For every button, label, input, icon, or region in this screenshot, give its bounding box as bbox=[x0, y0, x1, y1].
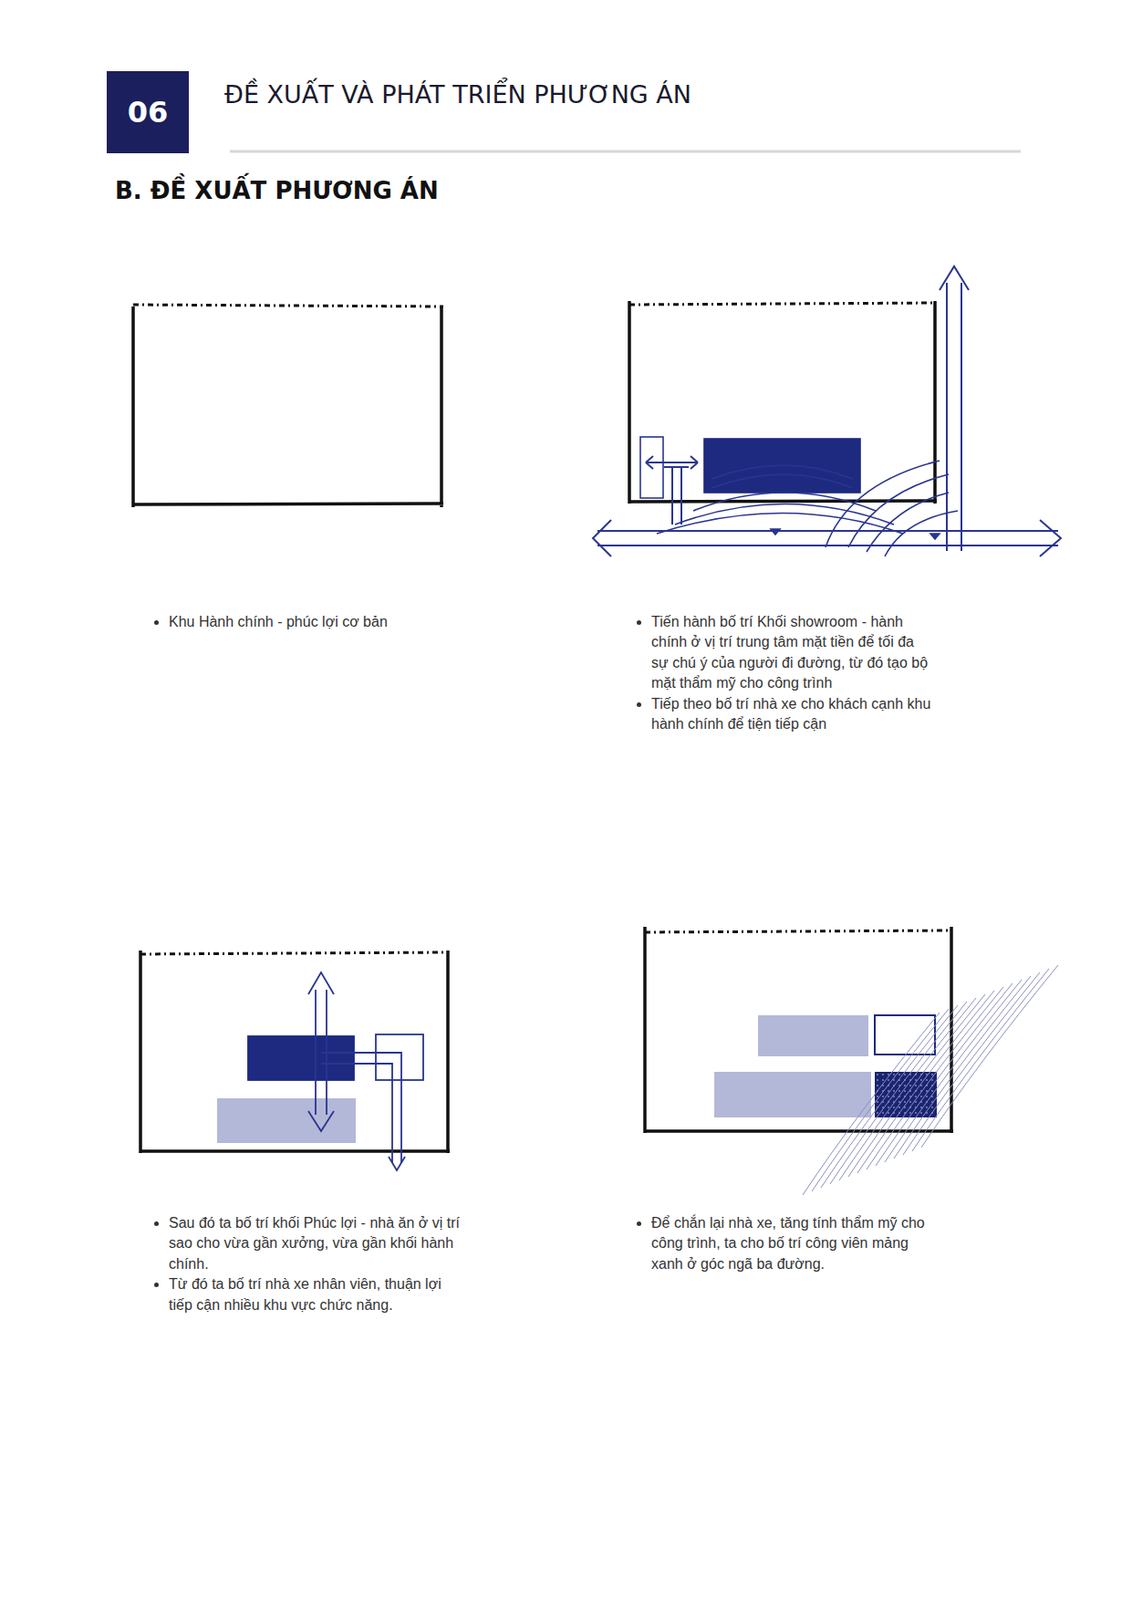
site-frame bbox=[132, 304, 444, 508]
bullet-list: Để chắn lại nhà xe, tăng tính thẩm mỹ ch… bbox=[633, 1213, 944, 1275]
section-number: 06 bbox=[127, 94, 169, 130]
showroom-sketch bbox=[592, 266, 1061, 557]
bullet-note: Để chắn lại nhà xe, tăng tính thẩm mỹ ch… bbox=[651, 1213, 944, 1275]
header-rule bbox=[229, 150, 1021, 154]
bullet-list: Khu Hành chính - phúc lợi cơ bản bbox=[150, 612, 461, 633]
park-stroke bbox=[893, 976, 1031, 1159]
park-sketch bbox=[714, 965, 1059, 1195]
park-stroke bbox=[884, 979, 1022, 1163]
site-frame bbox=[643, 926, 954, 1133]
bullet-list: Tiến hành bố trí Khối showroom - hành ch… bbox=[633, 612, 935, 735]
section-number-box: 06 bbox=[106, 71, 189, 154]
page-title: ĐỀ XUẤT VÀ PHÁT TRIỂN PHƯƠNG ÁN bbox=[224, 80, 692, 109]
park-stroke bbox=[875, 983, 1013, 1166]
site-frame bbox=[139, 950, 450, 1153]
bullet-note: Khu Hành chính - phúc lợi cơ bản bbox=[168, 612, 461, 633]
bullet-list: Sau đó ta bố trí khối Phúc lợi - nhà ăn … bbox=[150, 1213, 461, 1316]
site-frame bbox=[628, 301, 937, 504]
bullet-note: Từ đó ta bố trí nhà xe nhân viên, thuận … bbox=[168, 1274, 461, 1316]
bullet-note: Tiến hành bố trí Khối showroom - hành ch… bbox=[651, 612, 935, 695]
bullet-note: Tiếp theo bố trí nhà xe cho khách cạnh k… bbox=[651, 694, 935, 736]
park-stroke bbox=[921, 965, 1059, 1148]
park-stroke bbox=[903, 972, 1040, 1155]
park-stroke bbox=[912, 968, 1049, 1152]
park-stroke bbox=[866, 986, 1004, 1170]
park-stroke bbox=[857, 990, 995, 1174]
section-subtitle: B. ĐỀ XUẤT PHƯƠNG ÁN bbox=[114, 176, 439, 205]
bullet-note: Sau đó ta bố trí khối Phúc lợi - nhà ăn … bbox=[168, 1213, 461, 1275]
canteen-sketch bbox=[217, 972, 424, 1171]
